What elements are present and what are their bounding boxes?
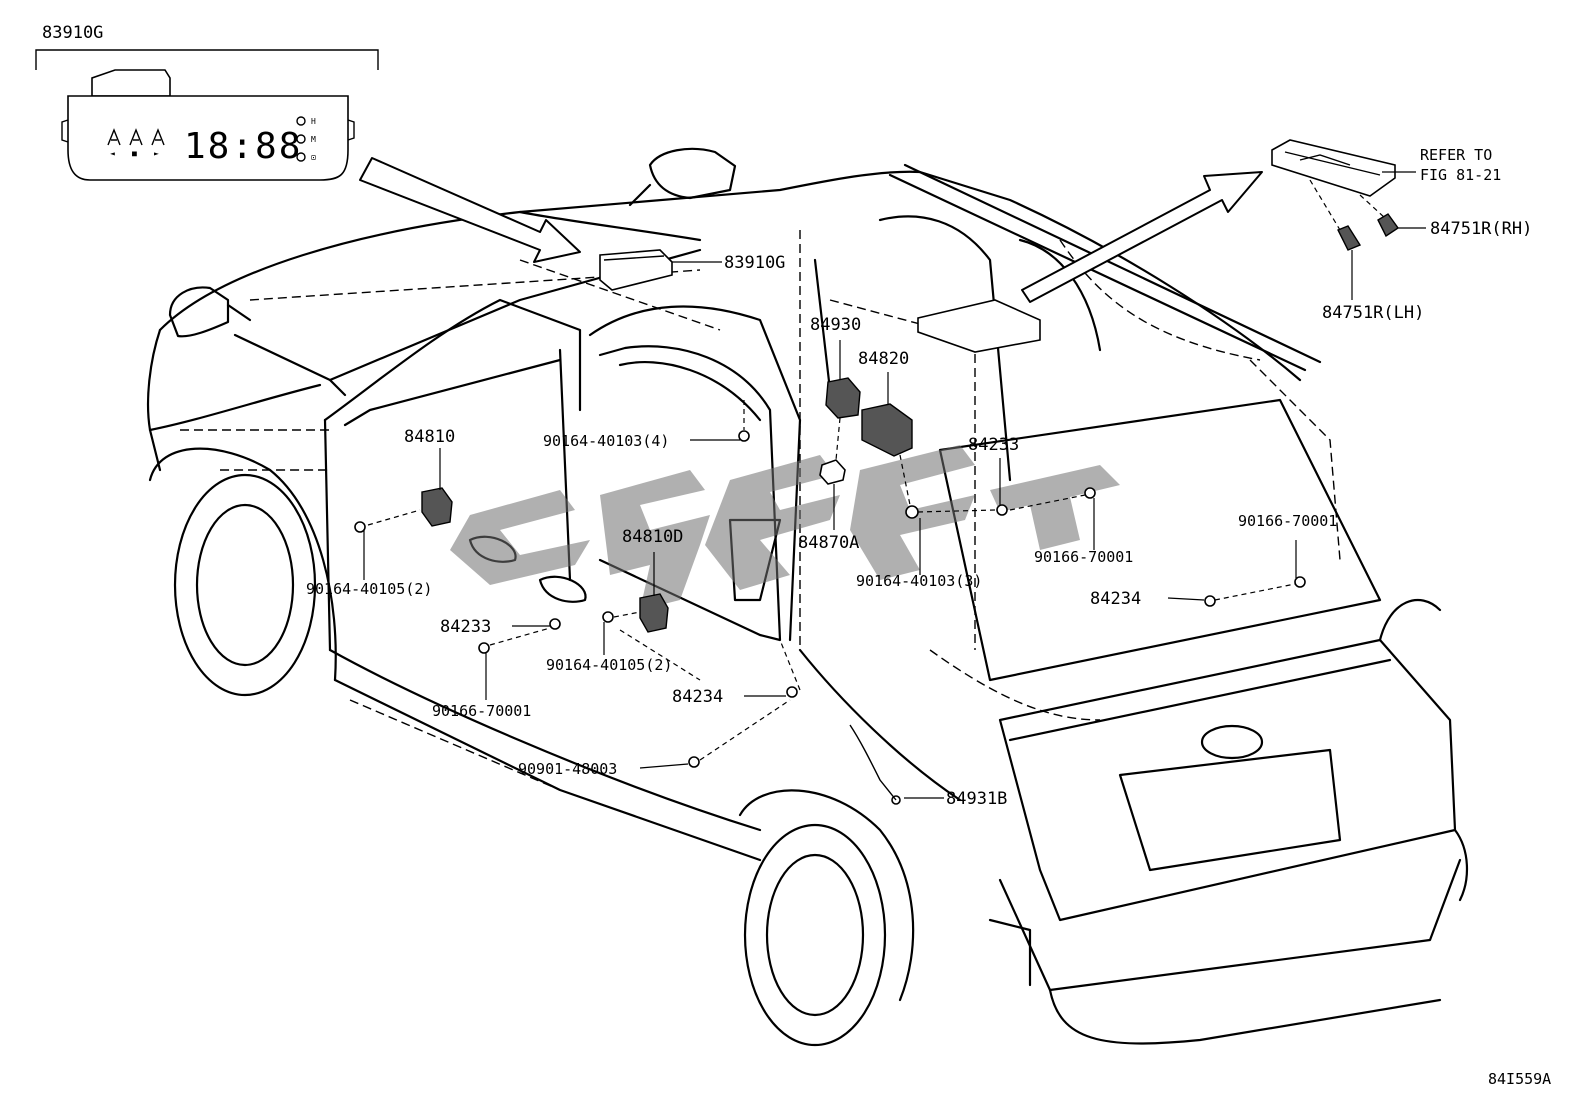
label-84931b: 84931B <box>946 789 1007 809</box>
arrow-to-clock <box>359 157 581 263</box>
parts <box>354 139 1399 805</box>
label-90164-40103-4: 90164-40103(4) <box>543 432 669 450</box>
label-90164-40105-2-mid: 90164-40105(2) <box>546 656 672 674</box>
part-84870a <box>819 459 846 485</box>
diagram-id: 84I559A <box>1488 1070 1551 1088</box>
seat-heater-icon: ◄ ■ ► <box>107 128 165 158</box>
inset-part-number: 83910G <box>42 23 103 43</box>
label-90166-70001-left: 90166-70001 <box>432 702 531 720</box>
watermark-logo <box>450 445 1120 610</box>
label-84234-mid: 84234 <box>672 687 723 707</box>
part-84810d <box>639 593 669 633</box>
callout-arrows <box>359 157 1263 303</box>
indicator-h: H <box>311 117 316 126</box>
label-84751r-rh: 84751R(RH) <box>1430 219 1532 239</box>
part-84751r-lh <box>1337 225 1362 251</box>
part-84930 <box>825 377 861 419</box>
label-84820: 84820 <box>858 349 909 369</box>
label-84233-top: 84233 <box>968 435 1019 455</box>
label-90164-40103-3: 90164-40103(3) <box>856 572 982 590</box>
label-84233-left: 84233 <box>440 617 491 637</box>
svg-text:■: ■ <box>132 149 137 158</box>
refer-to-line2: FIG 81-21 <box>1420 166 1501 184</box>
part-overhead-panel <box>917 299 1041 353</box>
svg-text:►: ► <box>154 149 159 158</box>
label-84810: 84810 <box>404 427 455 447</box>
inset-clock-unit: 83910G ◄ ■ ► 18:88 H M ⊡ <box>35 23 379 181</box>
refer-to-line1: REFER TO <box>1420 146 1492 164</box>
label-84751r-lh: 84751R(LH) <box>1322 303 1424 323</box>
label-90166-70001-mid: 90166-70001 <box>1034 548 1133 566</box>
part-labels: 83910G 84930 84820 84810 90164-40103(4) … <box>306 146 1532 809</box>
label-84234-right: 84234 <box>1090 589 1141 609</box>
part-84810 <box>421 487 453 527</box>
leader-lines <box>363 171 1426 799</box>
label-84870a: 84870A <box>798 533 859 553</box>
label-90164-40105-2-left: 90164-40105(2) <box>306 580 432 598</box>
label-83910g: 83910G <box>724 253 785 273</box>
part-83910g <box>599 249 673 291</box>
arrow-to-module <box>1021 171 1263 303</box>
part-84751r-rh <box>1377 213 1399 238</box>
indicator-mode: ⊡ <box>311 153 316 162</box>
indicator-m: M <box>311 135 316 144</box>
svg-text:◄: ◄ <box>110 149 115 158</box>
label-84930: 84930 <box>810 315 861 335</box>
fasteners <box>354 430 1306 805</box>
label-84810d: 84810D <box>622 527 683 547</box>
part-84820 <box>861 403 913 457</box>
part-module <box>1271 139 1396 197</box>
clock-display: 18:88 <box>184 126 302 167</box>
label-90901-48003: 90901-48003 <box>518 760 617 778</box>
part-84931b-wire <box>849 724 897 801</box>
vehicle-outline <box>146 147 1469 1047</box>
label-90166-70001-right: 90166-70001 <box>1238 512 1337 530</box>
